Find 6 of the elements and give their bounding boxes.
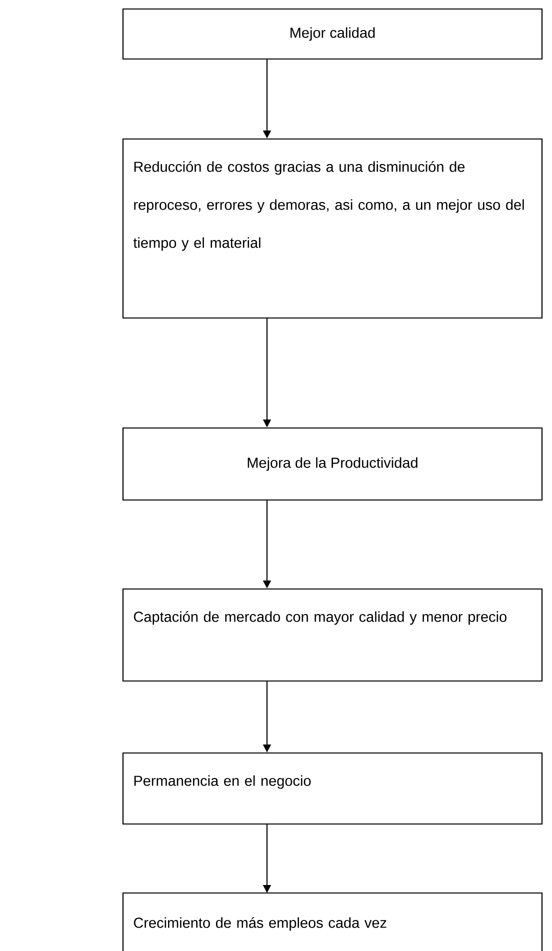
process-box: Mejora de la Productividad (122, 427, 543, 501)
process-box: Mejor calidad (122, 8, 543, 60)
process-box: Crecimiento de más empleos cada vez (122, 892, 543, 951)
process-box: Captación de mercado con mayor calidad y menor precio (122, 588, 543, 682)
process-box: Reducción de costos gracias a una disminución de reproceso, errores y demoras, asi como, a un mejor uso del tiempo y el material (122, 138, 543, 319)
process-box: Permanencia en el negocio (122, 752, 543, 825)
